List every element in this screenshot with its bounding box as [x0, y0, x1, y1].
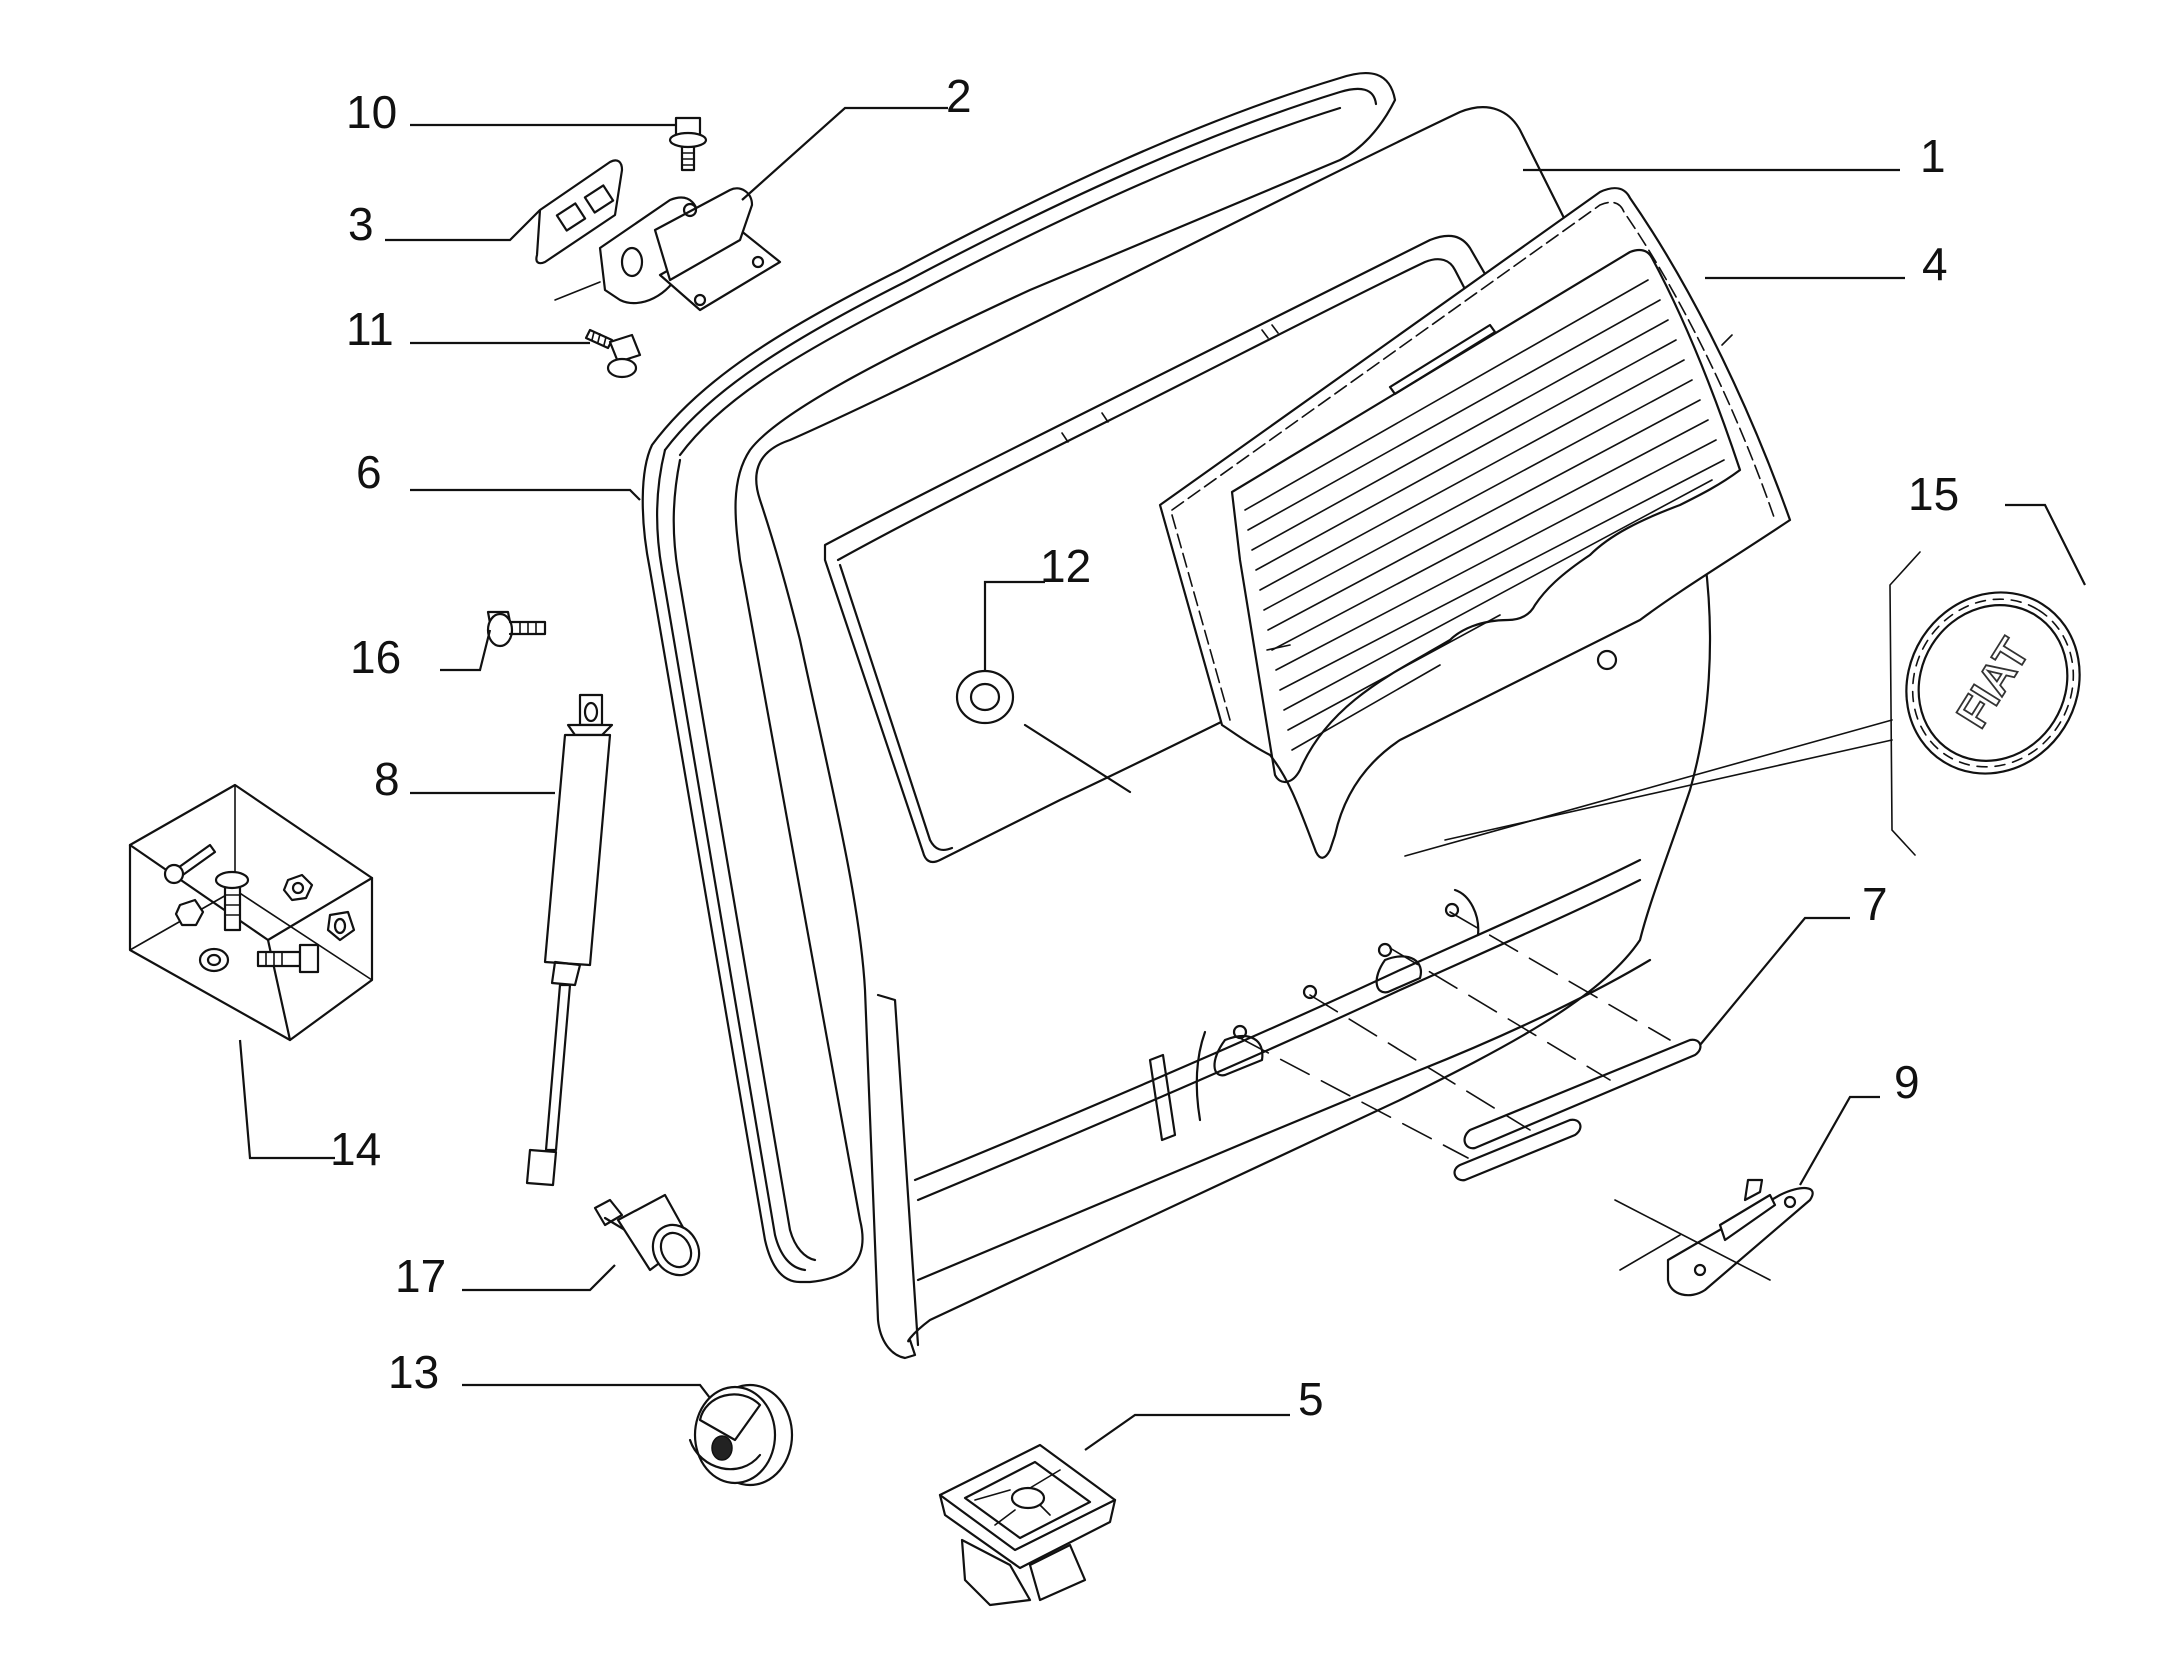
- hardware-kit-part-14: [128, 783, 374, 1042]
- bolt-part-16: [486, 610, 547, 648]
- label-part-6: 6: [356, 446, 382, 498]
- leader-lines: [238, 106, 2086, 1451]
- label-part-17: 17: [395, 1250, 446, 1302]
- bolt-part-10: [668, 116, 708, 172]
- label-part-10: 10: [346, 86, 397, 138]
- gas-strut-part-8: [525, 693, 614, 1187]
- label-part-5: 5: [1298, 1373, 1324, 1425]
- label-part-13: 13: [388, 1346, 439, 1398]
- label-part-1: 1: [1920, 130, 1946, 182]
- license-light-part-9: [1614, 1178, 1814, 1297]
- hinge-shim-part-3: [535, 159, 624, 265]
- label-part-14: 14: [330, 1123, 381, 1175]
- retainer-part-5: [938, 1443, 1117, 1607]
- part-labels: 1 2 3 4 5 6 7 8 9 10 11 12 13 14 15 16 1…: [330, 70, 1959, 1425]
- bolt-part-11: [584, 328, 642, 379]
- fiat-badge-part-15: FIAT: [1905, 591, 2081, 775]
- bump-stop-part-17: [593, 1193, 701, 1277]
- handle-strip-part-7: [1232, 902, 1702, 1182]
- tailgate-seal-part-6: [641, 71, 1397, 1284]
- hinge-part-2: [554, 187, 782, 312]
- rear-window-part-4: [1158, 187, 1792, 859]
- grommet-part-12: [955, 669, 1132, 794]
- label-part-4: 4: [1922, 238, 1948, 290]
- label-part-12: 12: [1040, 540, 1091, 592]
- label-part-8: 8: [374, 753, 400, 805]
- label-part-7: 7: [1862, 878, 1888, 930]
- label-part-15: 15: [1908, 468, 1959, 520]
- label-part-16: 16: [350, 631, 401, 683]
- label-part-9: 9: [1894, 1056, 1920, 1108]
- label-part-11: 11: [346, 303, 394, 355]
- label-part-2: 2: [946, 70, 972, 122]
- plug-part-13: [688, 1383, 794, 1487]
- label-part-3: 3: [348, 198, 374, 250]
